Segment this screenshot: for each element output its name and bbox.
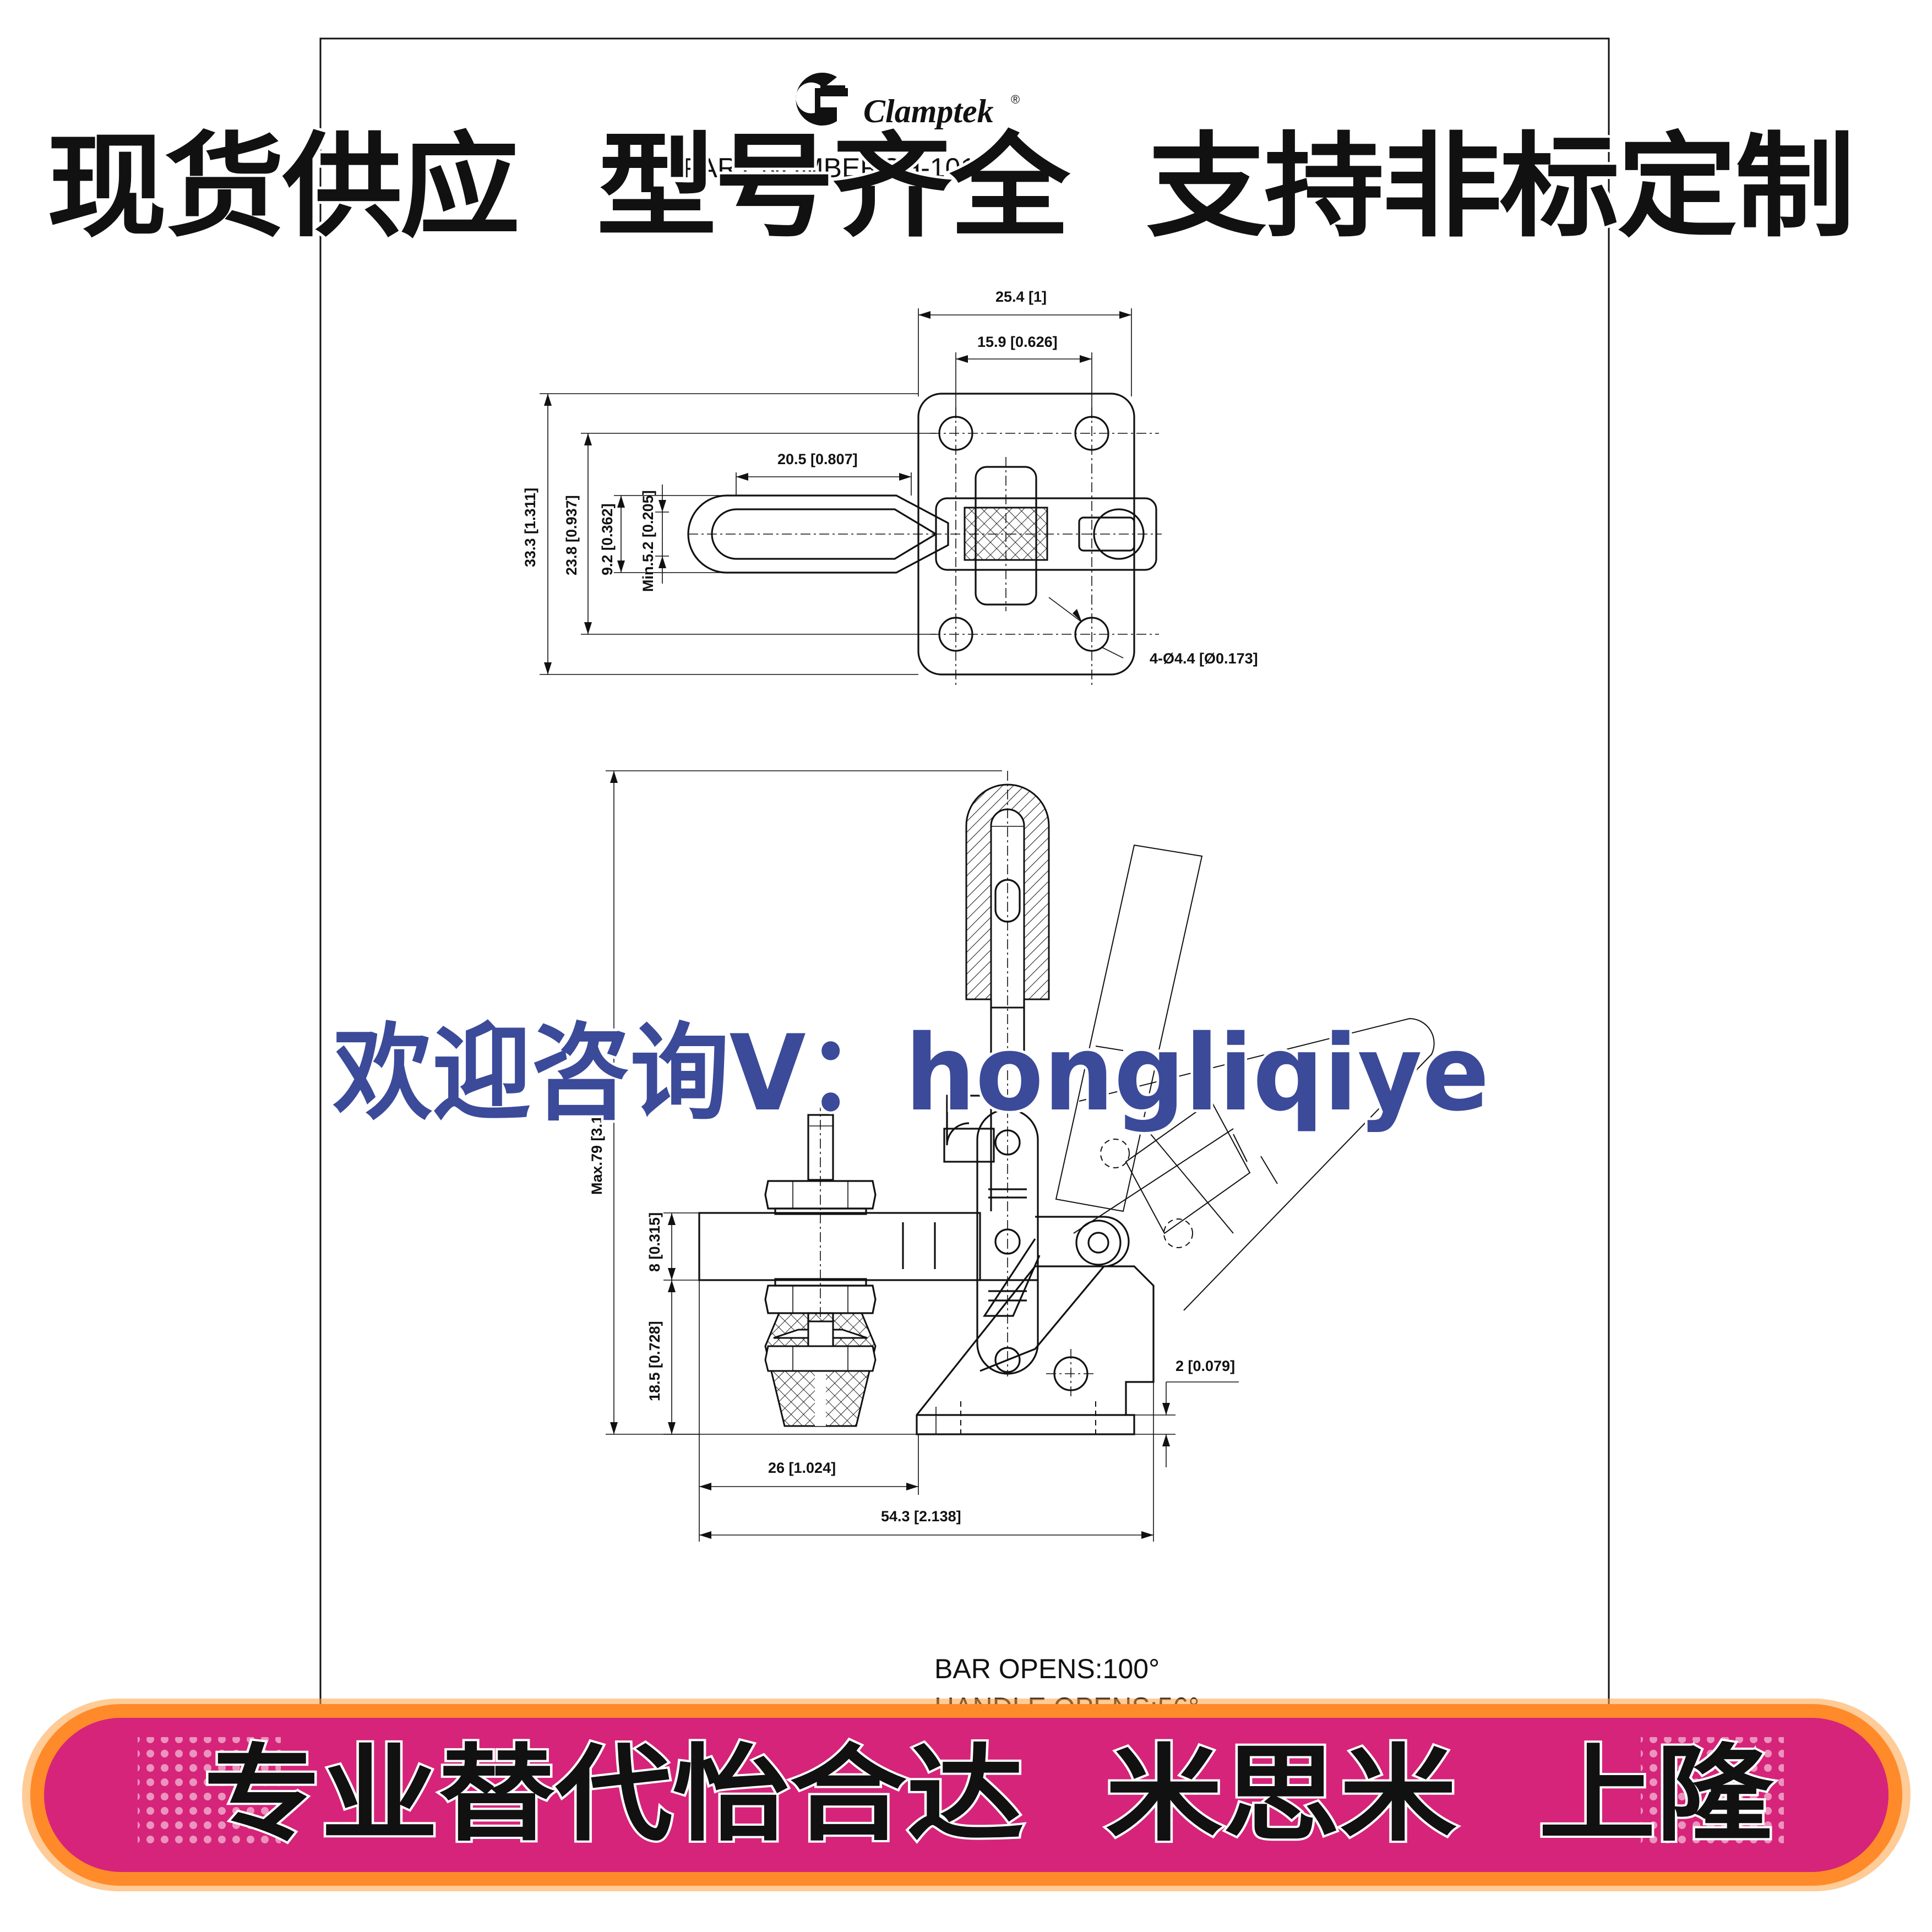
dim-slot-width: 9.2 [0.362]	[599, 503, 616, 575]
dim-width-holes: 15.9 [0.626]	[977, 334, 1058, 350]
part-number: PART NUMBER: CH-101	[683, 153, 976, 183]
dim-min-opening: Min.5.2 [0.205]	[640, 490, 656, 592]
middle-banner-text: 欢迎咨询V：hongliqiye	[333, 1013, 1489, 1134]
dim-max-height: Max.79 [3.11]	[589, 1103, 605, 1195]
dim-height-outer: 33.3 [1.311]	[522, 488, 538, 567]
dim-spindle-reach: 26 [1.024]	[768, 1460, 836, 1476]
dim-handle-length: 20.5 [0.807]	[777, 451, 858, 467]
logo-text: Clamptek	[863, 93, 994, 129]
dim-base-thickness: 2 [0.079]	[1175, 1358, 1235, 1374]
logo-mark-icon	[796, 73, 848, 126]
registered-mark: ®	[1011, 92, 1020, 106]
side-view: Max.79 [3.11] 8 [0.315] 18.5 [0.728] 2 […	[589, 770, 1435, 1542]
part-number-value: CH-101	[881, 153, 976, 183]
clamptek-logo: Clamptek ®	[796, 73, 1020, 129]
dim-height-holes: 23.8 [0.937]	[563, 495, 580, 575]
holes-dimension: 4-Ø4.4 [Ø0.173]	[1150, 650, 1258, 667]
sheet-border	[319, 37, 1610, 1752]
bottom-banner-text: 专业替代怡合达 米思米 上隆	[204, 1734, 1774, 1855]
dim-bar-height: 18.5 [0.728]	[646, 1321, 663, 1401]
note-bar-opens: BAR OPENS:100°	[934, 1653, 1160, 1684]
clamp-bar	[698, 1212, 981, 1281]
dim-width-outer: 25.4 [1]	[995, 289, 1047, 305]
part-number-label: PART NUMBER:	[683, 153, 888, 183]
open-position-ghost	[1055, 844, 1435, 1311]
top-view: 4-Ø4.4 [Ø0.173] 25.4 [1] 15.9 [0.626] 20…	[522, 289, 1258, 685]
base-bracket	[916, 1265, 1155, 1435]
top-banner-text: 现货供应 型号齐全 支持非标定制	[47, 122, 1853, 253]
mounting-holes	[930, 407, 1159, 685]
bottom-banner: 专业替代怡合达 米思米 上隆	[22, 1699, 1911, 1891]
dim-overall-length: 54.3 [2.138]	[881, 1508, 961, 1525]
dim-bar-thickness: 8 [0.315]	[646, 1212, 663, 1272]
